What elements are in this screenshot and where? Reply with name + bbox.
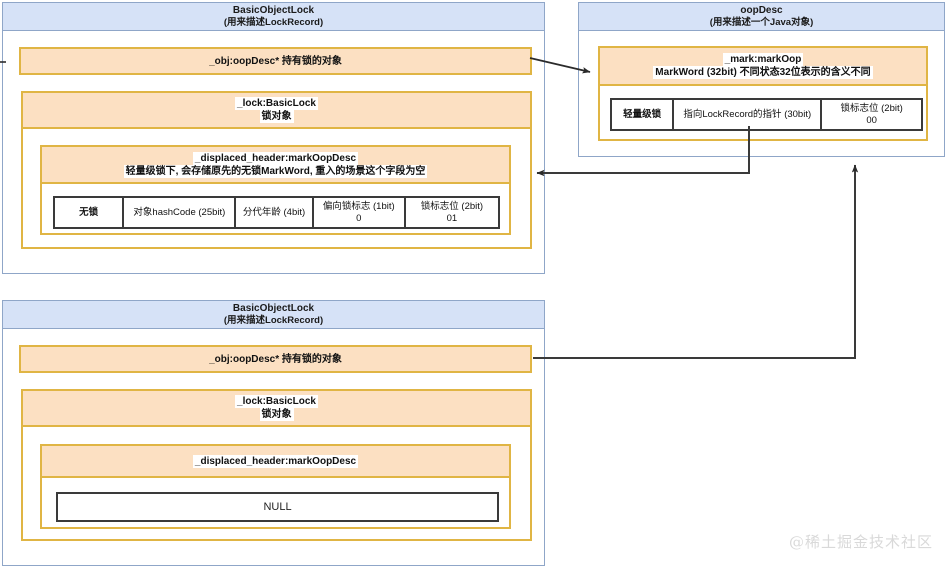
mark-label-line2: MarkWord (32bit) 不同状态32位表示的含义不同 — [653, 66, 873, 79]
markword-bit-table-top: 无锁 对象hashCode (25bit) 分代年龄 (4bit) 偏向锁标志 … — [53, 196, 500, 229]
panel-oopdesc: oopDesc (用来描述一个Java对象) _mark:markOop Mar… — [578, 2, 945, 157]
bit-field-cell: 轻量级锁 — [612, 100, 675, 129]
field-mark-markoop: _mark:markOop MarkWord (32bit) 不同状态32位表示… — [598, 46, 928, 141]
panel-header-basicobjectlock-bottom: BasicObjectLock (用来描述LockRecord) — [3, 301, 544, 329]
field-lock-basiclock-bottom: _lock:BasicLock 锁对象 _displaced_header:ma… — [21, 389, 532, 541]
panel-title: oopDesc — [740, 4, 783, 16]
field-mark-markoop-band: _mark:markOop MarkWord (32bit) 不同状态32位表示… — [600, 48, 926, 86]
displaced-header-label-line1: _displaced_header:markOopDesc — [192, 454, 359, 468]
bit-field-cell: 分代年龄 (4bit) — [236, 198, 314, 227]
field-lock-label-line1: _lock:BasicLock — [235, 97, 318, 110]
panel-subtitle: (用来描述LockRecord) — [223, 314, 324, 326]
field-lock-basiclock-top: _lock:BasicLock 锁对象 _displaced_header:ma… — [21, 91, 532, 249]
watermark: @稀土掘金技术社区 — [788, 533, 933, 551]
field-lock-basiclock-band: _lock:BasicLock 锁对象 — [23, 93, 530, 129]
bit-field-cell: 锁标志位 (2bit) 00 — [840, 102, 903, 126]
panel-title: BasicObjectLock — [232, 302, 315, 314]
bit-field-cell: 偏向锁标志 (1bit) 0 — [314, 198, 406, 227]
null-value-box: NULL — [56, 492, 499, 522]
field-displaced-header-top: _displaced_header:markOopDesc 轻量级锁下, 会存储… — [40, 145, 511, 235]
field-obj-label: _obj:oopDesc* 持有锁的对象 — [209, 353, 342, 365]
markword-bit-table-oopdesc: 轻量级锁 指向LockRecord的指针 (30bit) 锁标志位 (2bit)… — [610, 98, 923, 131]
null-value-label: NULL — [263, 501, 292, 513]
bit-field-cell: 指向LockRecord的指针 (30bit) — [674, 100, 823, 129]
field-lock-label-line2: 锁对象 — [259, 408, 294, 421]
bit-field-cell: 无锁 — [55, 198, 125, 227]
field-lock-basiclock-band: _lock:BasicLock 锁对象 — [23, 391, 530, 427]
field-displaced-header-bottom: _displaced_header:markOopDesc NULL — [40, 444, 511, 529]
panel-header-oopdesc: oopDesc (用来描述一个Java对象) — [579, 3, 944, 31]
panel-basicobjectlock-top: BasicObjectLock (用来描述LockRecord) _obj:oo… — [2, 2, 545, 274]
panel-basicobjectlock-bottom: BasicObjectLock (用来描述LockRecord) _obj:oo… — [2, 300, 545, 566]
panel-header-basicobjectlock-top: BasicObjectLock (用来描述LockRecord) — [3, 3, 544, 31]
panel-subtitle: (用来描述LockRecord) — [223, 16, 324, 28]
field-obj-oopdesc-top: _obj:oopDesc* 持有锁的对象 — [19, 47, 532, 75]
field-displaced-header-band: _displaced_header:markOopDesc 轻量级锁下, 会存储… — [42, 147, 509, 184]
connector-obj-bottom-to-oopdesc — [533, 164, 859, 359]
field-displaced-header-band: _displaced_header:markOopDesc — [42, 446, 509, 478]
field-lock-label-line2: 锁对象 — [259, 110, 294, 123]
field-obj-label: _obj:oopDesc* 持有锁的对象 — [209, 55, 342, 67]
bit-field-cell: 锁标志位 (2bit) 01 — [420, 200, 484, 224]
panel-title: BasicObjectLock — [232, 4, 315, 16]
bit-field-cell: 对象hashCode (25bit) — [124, 198, 237, 227]
displaced-header-label-line1: _displaced_header:markOopDesc — [192, 151, 359, 165]
field-obj-oopdesc-bottom: _obj:oopDesc* 持有锁的对象 — [19, 345, 532, 373]
displaced-header-label-line2: 轻量级锁下, 会存储原先的无锁MarkWord, 重入的场景这个字段为空 — [123, 164, 428, 178]
field-lock-label-line1: _lock:BasicLock — [235, 395, 318, 408]
mark-label-line1: _mark:markOop — [722, 53, 804, 66]
panel-subtitle: (用来描述一个Java对象) — [709, 16, 814, 28]
